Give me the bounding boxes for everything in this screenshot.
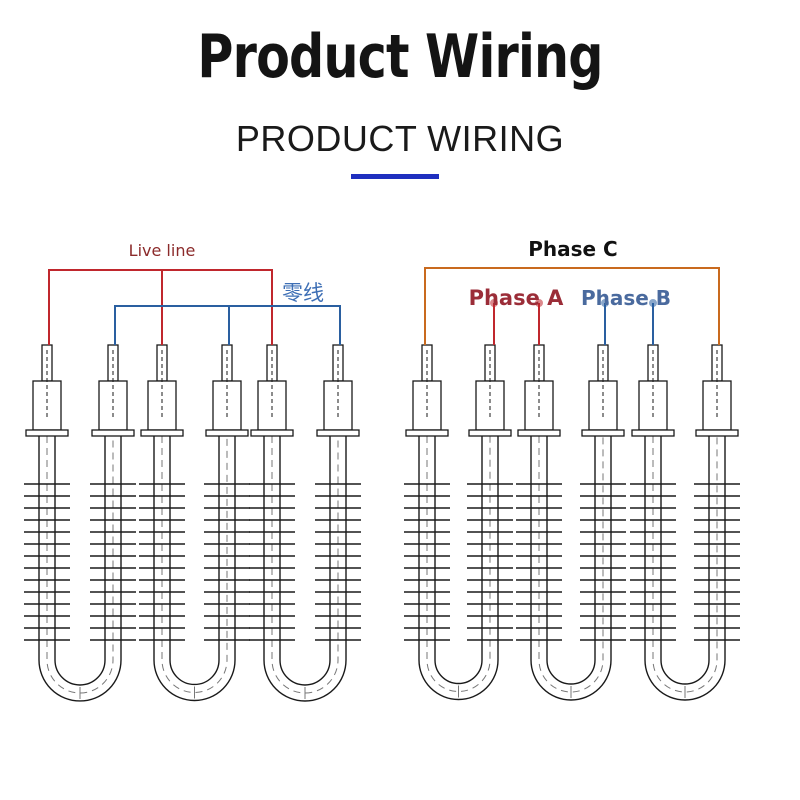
terminal-body (32, 380, 62, 431)
mounting-flange (91, 429, 135, 437)
tube-outer (530, 436, 612, 701)
tube-outer (644, 436, 726, 701)
tube-inner (546, 436, 596, 685)
live-line-wire (48, 269, 273, 345)
heater-element-6 (630, 344, 740, 701)
tube-centerline (426, 436, 491, 692)
mounting-flange (695, 429, 739, 437)
wire-junction-dot (649, 299, 657, 307)
page-subtitle: PRODUCT WIRING (235, 118, 565, 159)
wire-junction-dot (601, 299, 609, 307)
wire-junction-dot (490, 299, 498, 307)
tube-outer (418, 436, 499, 701)
terminal-body (475, 380, 505, 431)
mounting-flange (140, 429, 184, 437)
tube-inner (279, 436, 331, 686)
tube-centerline (652, 436, 718, 693)
tube-centerline (271, 436, 339, 694)
terminal-body (147, 380, 177, 431)
mounting-flange (25, 429, 69, 437)
mounting-flange (631, 429, 675, 437)
tube-centerline (46, 436, 114, 694)
mounting-flange (250, 429, 294, 437)
wiring-lines (48, 267, 720, 345)
neutral-line-label: 零线 (282, 281, 324, 305)
heater-element-3 (249, 344, 361, 702)
page-title: Product Wiring (197, 22, 603, 92)
terminal-body (638, 380, 668, 431)
heater-element-4 (404, 344, 513, 701)
terminal-body (323, 380, 353, 431)
mounting-flange (205, 429, 249, 437)
tube-inner (169, 436, 220, 686)
mounting-flange (468, 429, 512, 437)
terminal-body (98, 380, 128, 431)
wire-junction-dot (535, 299, 543, 307)
tube-outer (153, 436, 236, 702)
mounting-flange (581, 429, 625, 437)
tube-outer (38, 436, 122, 702)
live-line-label: Live line (129, 241, 196, 260)
neutral-line-wire (114, 305, 341, 345)
title-underline (351, 174, 439, 179)
phase-c-label: Phase C (528, 237, 618, 261)
heater-element-2 (139, 344, 250, 702)
tube-centerline (538, 436, 604, 693)
tube-centerline (161, 436, 228, 693)
heater-elements (24, 344, 740, 702)
mounting-flange (405, 429, 449, 437)
tube-inner (434, 436, 483, 685)
heater-element-1 (24, 344, 136, 702)
terminal-body (588, 380, 618, 431)
tube-inner (660, 436, 710, 685)
mounting-flange (316, 429, 360, 437)
terminal-body (412, 380, 442, 431)
tube-inner (54, 436, 106, 686)
tube-outer (263, 436, 347, 702)
phase-c-wire (424, 267, 720, 345)
phase-a-label: Phase A (469, 286, 565, 310)
mounting-flange (517, 429, 561, 437)
phase-b-label: Phase B (581, 286, 671, 310)
heater-element-5 (516, 344, 626, 701)
